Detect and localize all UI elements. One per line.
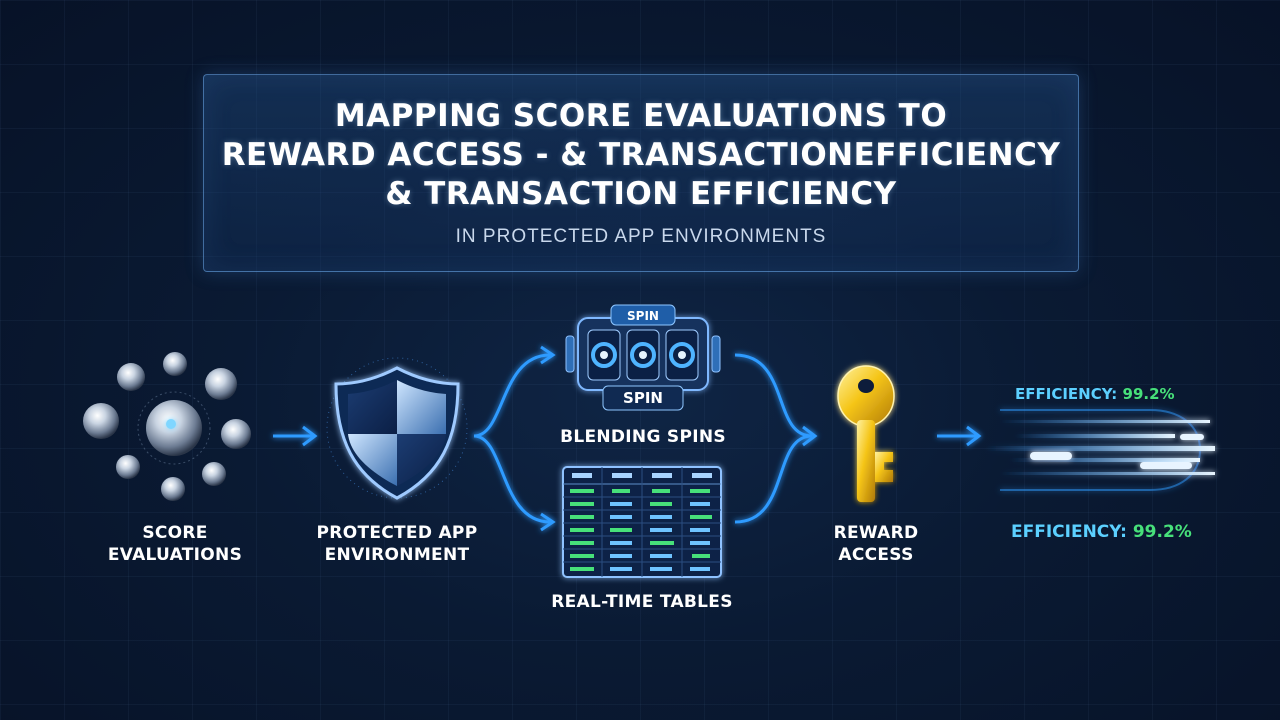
efficiency-top-value: 99.2% bbox=[1122, 385, 1175, 403]
reward-label-line-2: ACCESS bbox=[838, 545, 914, 565]
reward-access-label: REWARD ACCESS bbox=[796, 522, 956, 566]
slot-machine-icon bbox=[565, 304, 721, 411]
protected-label-line-2: ENVIRONMENT bbox=[324, 545, 470, 565]
title-panel: MAPPING SCORE EVALUATIONS TO REWARD ACCE… bbox=[203, 74, 1079, 272]
efficiency-bottom: EFFICIENCY: 99.2% bbox=[1011, 522, 1192, 542]
arrow-protected-to-spins bbox=[473, 345, 556, 438]
title-line-3: & TRANSACTION EFFICIENCY bbox=[385, 176, 897, 212]
efficiency-top: EFFICIENCY: 99.2% bbox=[1015, 385, 1175, 403]
blending-spins-label: BLENDING SPINS bbox=[560, 427, 726, 447]
arrow-protected-to-tables bbox=[473, 434, 556, 532]
shield-icon bbox=[326, 357, 468, 500]
score-spheres-icon bbox=[83, 352, 251, 501]
protected-app-label: PROTECTED APP ENVIRONMENT bbox=[307, 522, 487, 566]
efficiency-bottom-value: 99.2% bbox=[1132, 522, 1192, 542]
real-time-table-icon bbox=[562, 466, 722, 578]
subtitle: IN PROTECTED APP ENVIRONMENTS bbox=[455, 226, 827, 247]
arrow-score-to-protected bbox=[273, 425, 318, 447]
score-label-line-2: EVALUATIONS bbox=[107, 545, 243, 565]
arrow-reward-to-efficiency bbox=[937, 425, 982, 447]
score-label-line-1: SCORE bbox=[142, 523, 208, 543]
reward-label-line-1: REWARD bbox=[833, 523, 919, 543]
real-time-tables-label: REAL-TIME TABLES bbox=[551, 592, 733, 612]
spin-badge-bottom: SPIN bbox=[623, 389, 663, 407]
score-evaluations-label: SCORE EVALUATIONS bbox=[95, 522, 255, 566]
speed-lines-icon bbox=[985, 409, 1215, 491]
key-icon bbox=[837, 365, 895, 502]
efficiency-bottom-key: EFFICIENCY: bbox=[1011, 522, 1127, 542]
spin-badge-top: SPIN bbox=[627, 309, 659, 323]
arrow-tables-to-reward bbox=[734, 425, 818, 524]
efficiency-top-key: EFFICIENCY: bbox=[1015, 385, 1118, 403]
arrow-spins-to-reward bbox=[734, 353, 813, 438]
protected-label-line-1: PROTECTED APP bbox=[316, 523, 478, 543]
title-line-2: REWARD ACCESS - & TRANSACTIONEFFICIENCY bbox=[221, 137, 1061, 173]
title-line-1: MAPPING SCORE EVALUATIONS TO bbox=[334, 98, 948, 134]
